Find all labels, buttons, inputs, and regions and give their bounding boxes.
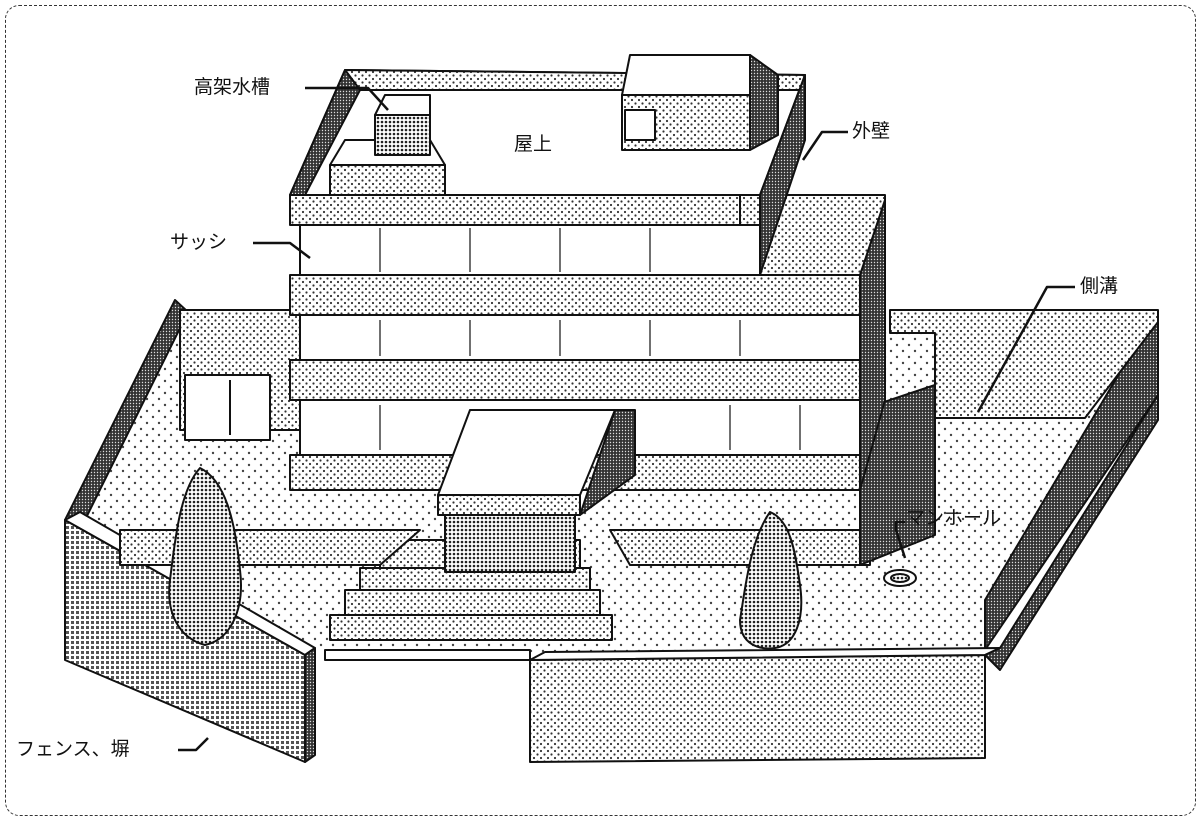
leader-sash: [253, 241, 311, 259]
leader-exterior-wall: [801, 130, 848, 161]
elevated-water-tank: [329, 164, 446, 196]
leader-manhole: [894, 520, 907, 559]
label-rooftop: 屋上: [514, 133, 553, 155]
tree-right: [739, 511, 803, 650]
leader-side-ditch: [976, 285, 1075, 413]
leader-fence: [178, 737, 209, 752]
exterior-wall-side: [759, 74, 806, 276]
label-side-ditch: 側溝: [1080, 275, 1119, 297]
building-plinth: [119, 529, 421, 566]
upper-block-front: [289, 194, 741, 226]
tree-left: [168, 467, 242, 646]
front-right-fence: [529, 654, 986, 763]
side-ditch: [889, 309, 1159, 419]
floor-band-1: [289, 274, 861, 316]
label-elevated-water-tank: 高架水槽: [194, 76, 271, 98]
leader-elevated-tank: [305, 86, 389, 111]
label-manhole: マンホール: [906, 507, 1002, 529]
sash-band: [299, 224, 761, 276]
entrance-stairs: [324, 649, 531, 661]
diagram-frame: [5, 5, 1196, 816]
label-sash: サッシ: [170, 231, 228, 253]
label-fence: フェンス、塀: [16, 738, 130, 760]
label-exterior-wall: 外壁: [852, 120, 891, 142]
